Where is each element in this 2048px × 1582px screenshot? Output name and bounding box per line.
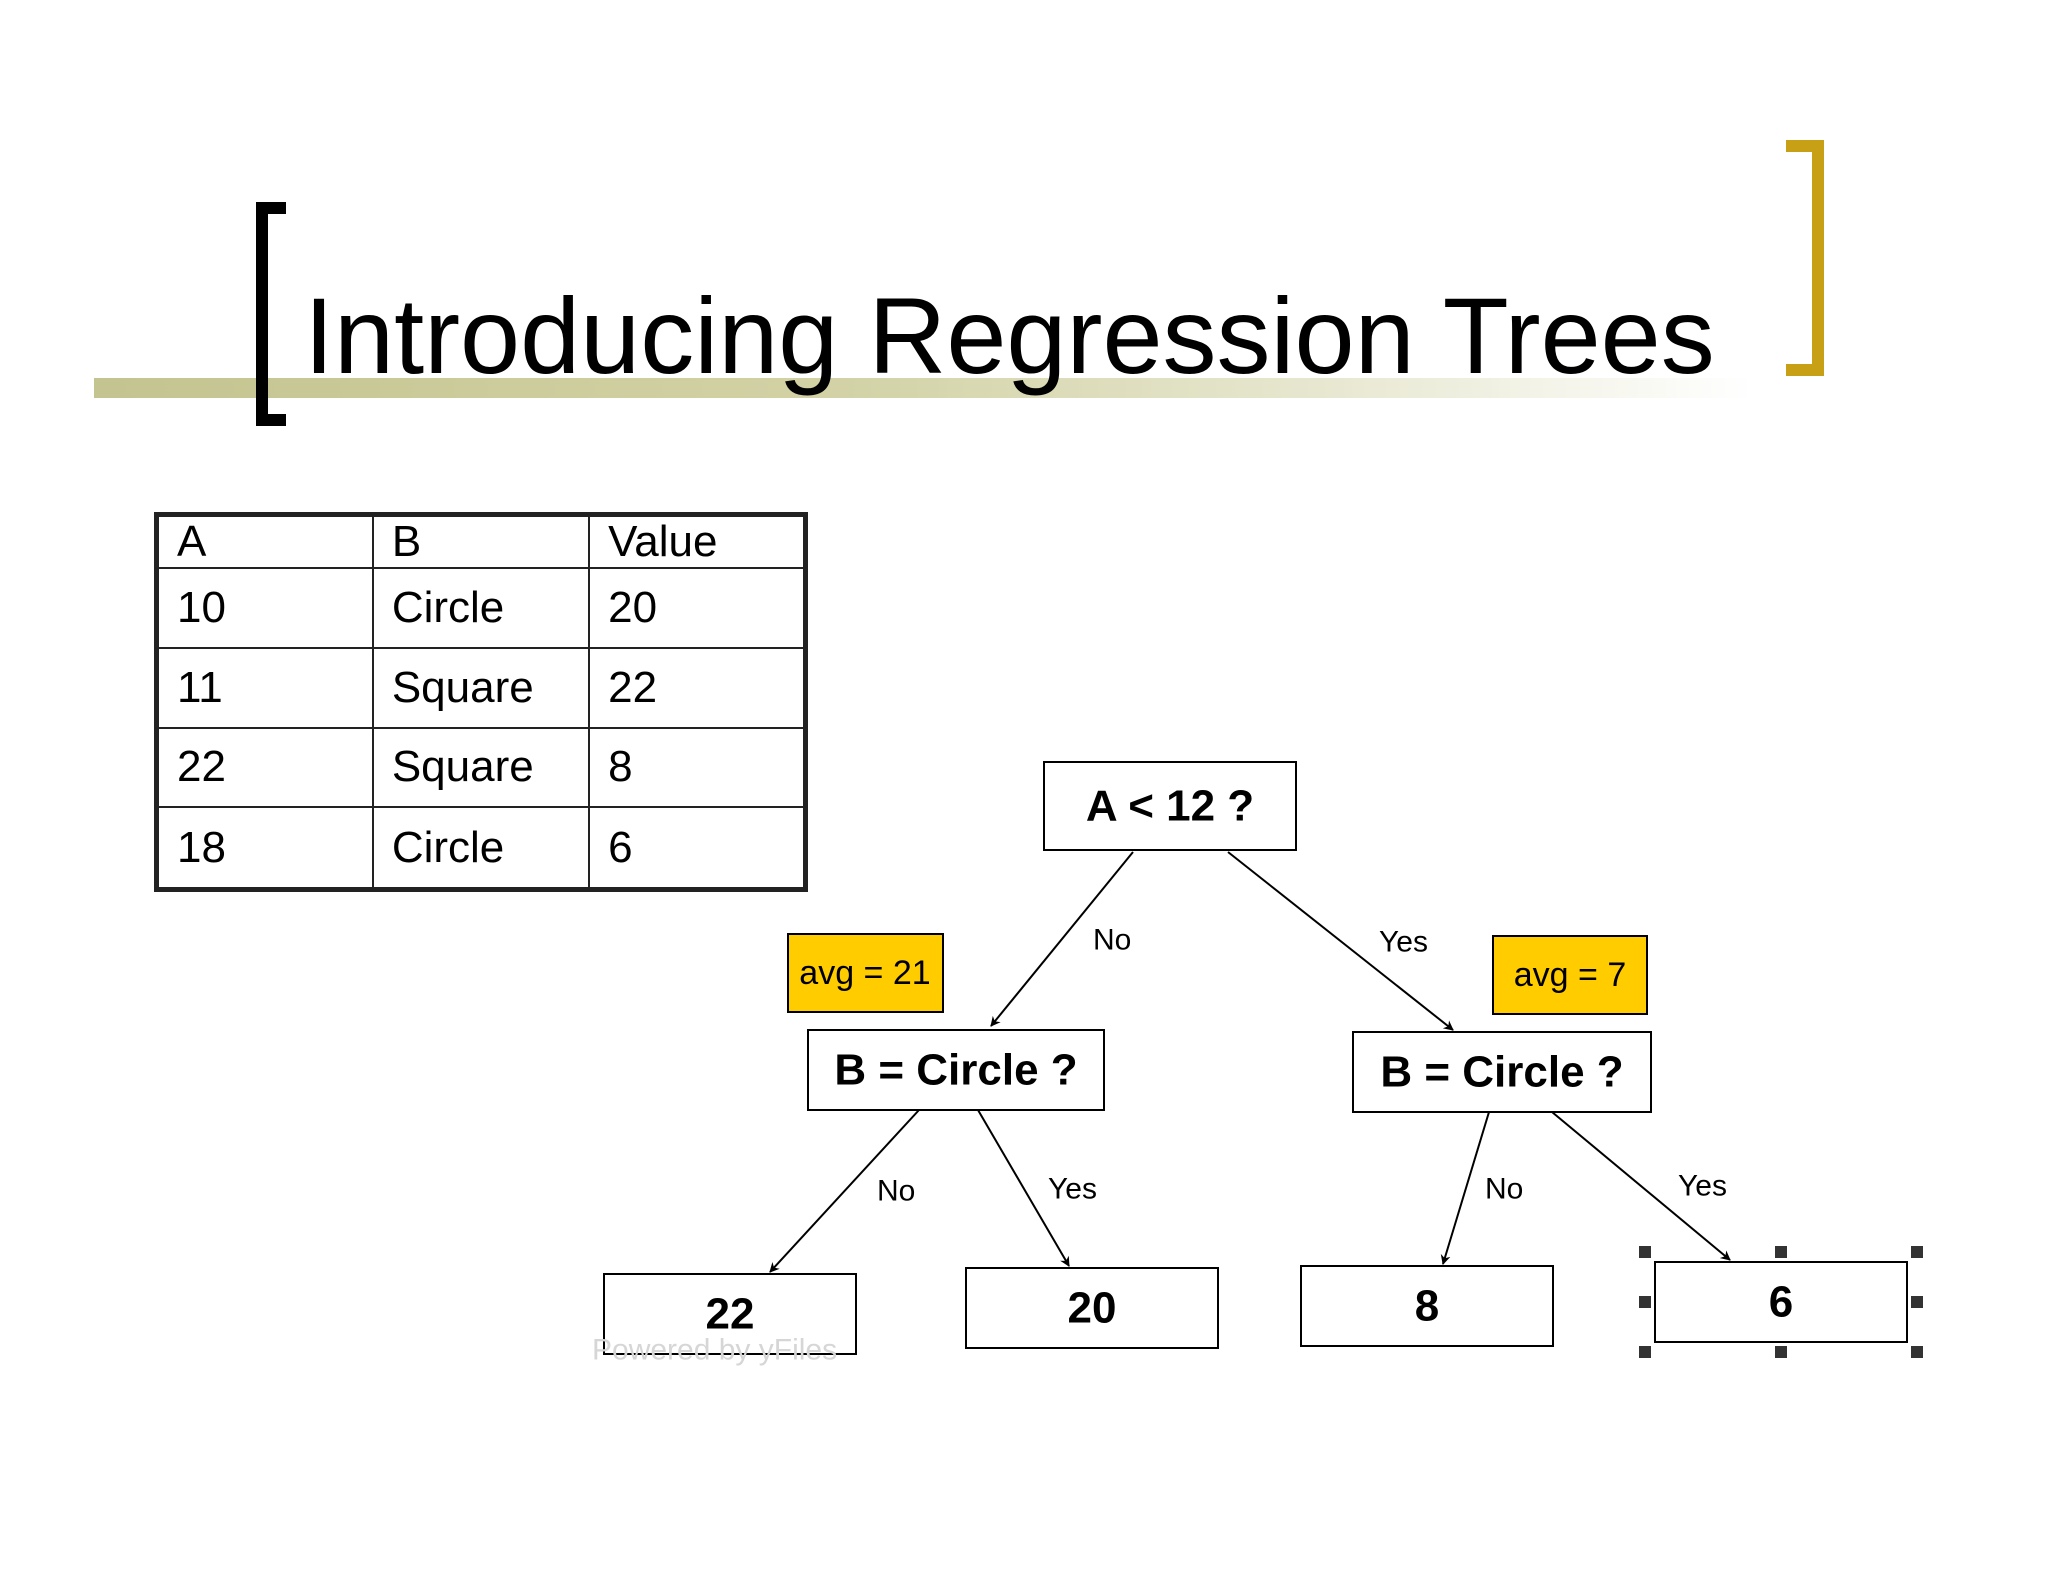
table-cell: 22 (155, 726, 374, 809)
table-cell: 22 (588, 646, 807, 729)
tree-node-root-label: A < 12 ? (1086, 782, 1254, 831)
data-table: A B Value 10 Circle 20 11 Square 22 22 S… (154, 512, 808, 892)
tree-leaf-label: 20 (1068, 1284, 1117, 1333)
edge-label-left-no: No (877, 1175, 915, 1208)
table-row: 10 Circle 20 (155, 567, 807, 649)
avg-box-left (787, 933, 944, 1013)
yfiles-watermark: Powered by yFiles (592, 1334, 837, 1367)
edge-root-left (990, 851, 1134, 1027)
resize-handle[interactable] (1911, 1246, 1923, 1258)
tree-leaf (1300, 1265, 1554, 1347)
table-cell: 10 (155, 567, 374, 649)
edge-label-right-no: No (1485, 1173, 1523, 1206)
left-bracket-decoration (256, 202, 286, 426)
title-underline (94, 378, 1754, 398)
resize-handle[interactable] (1639, 1246, 1651, 1258)
tree-node-root (1043, 761, 1297, 851)
slide-title: Introducing Regression Trees (304, 275, 1715, 396)
tree-leaf-selected[interactable] (1654, 1261, 1908, 1343)
avg-label-right: avg = 7 (1514, 956, 1626, 994)
table-cell: 8 (588, 726, 807, 809)
table-cell: 6 (588, 806, 807, 891)
edge-left-left (769, 1109, 920, 1273)
table-cell: 20 (588, 567, 807, 649)
header-a: A (155, 513, 374, 569)
edge-right-right (1551, 1111, 1731, 1261)
avg-label-left: avg = 21 (799, 954, 930, 992)
resize-handle[interactable] (1639, 1296, 1651, 1308)
table-cell: 11 (155, 646, 374, 729)
table-header-row: A B Value (155, 513, 807, 569)
table-row: 22 Square 8 (155, 726, 807, 809)
resize-handle[interactable] (1775, 1346, 1787, 1358)
resize-handle[interactable] (1911, 1346, 1923, 1358)
tree-leaf-label: 6 (1769, 1278, 1793, 1327)
edge-root-right (1227, 851, 1454, 1031)
selection-handles (1639, 1246, 1923, 1358)
table-cell: Square (371, 646, 591, 729)
header-value: Value (588, 513, 807, 569)
resize-handle[interactable] (1775, 1246, 1787, 1258)
avg-box-right (1492, 935, 1648, 1015)
tree-node-right (1352, 1031, 1652, 1113)
resize-handle[interactable] (1911, 1296, 1923, 1308)
tree-node-left (807, 1029, 1105, 1111)
edge-label-root-no: No (1093, 924, 1131, 957)
resize-handle[interactable] (1639, 1346, 1651, 1358)
edge-label-left-yes: Yes (1048, 1173, 1097, 1206)
table-cell: Square (371, 726, 591, 809)
tree-leaf (965, 1267, 1219, 1349)
tree-node-right-label: B = Circle ? (1380, 1048, 1623, 1097)
table-cell: 18 (155, 806, 374, 891)
right-bracket-decoration (1786, 140, 1824, 376)
tree-leaf (603, 1273, 857, 1355)
edge-label-root-yes: Yes (1379, 926, 1428, 959)
tree-node-left-label: B = Circle ? (834, 1046, 1077, 1095)
table-row: 18 Circle 6 (155, 806, 807, 891)
table-cell: Circle (371, 567, 591, 649)
edge-left-right (977, 1109, 1070, 1267)
edge-label-right-yes: Yes (1678, 1170, 1727, 1203)
tree-leaf-label: 22 (706, 1290, 755, 1339)
table-cell: Circle (371, 806, 591, 891)
table-row: 11 Square 22 (155, 646, 807, 729)
header-b: B (371, 513, 591, 569)
tree-leaf-label: 8 (1415, 1282, 1439, 1331)
edge-right-left (1440, 1111, 1490, 1265)
